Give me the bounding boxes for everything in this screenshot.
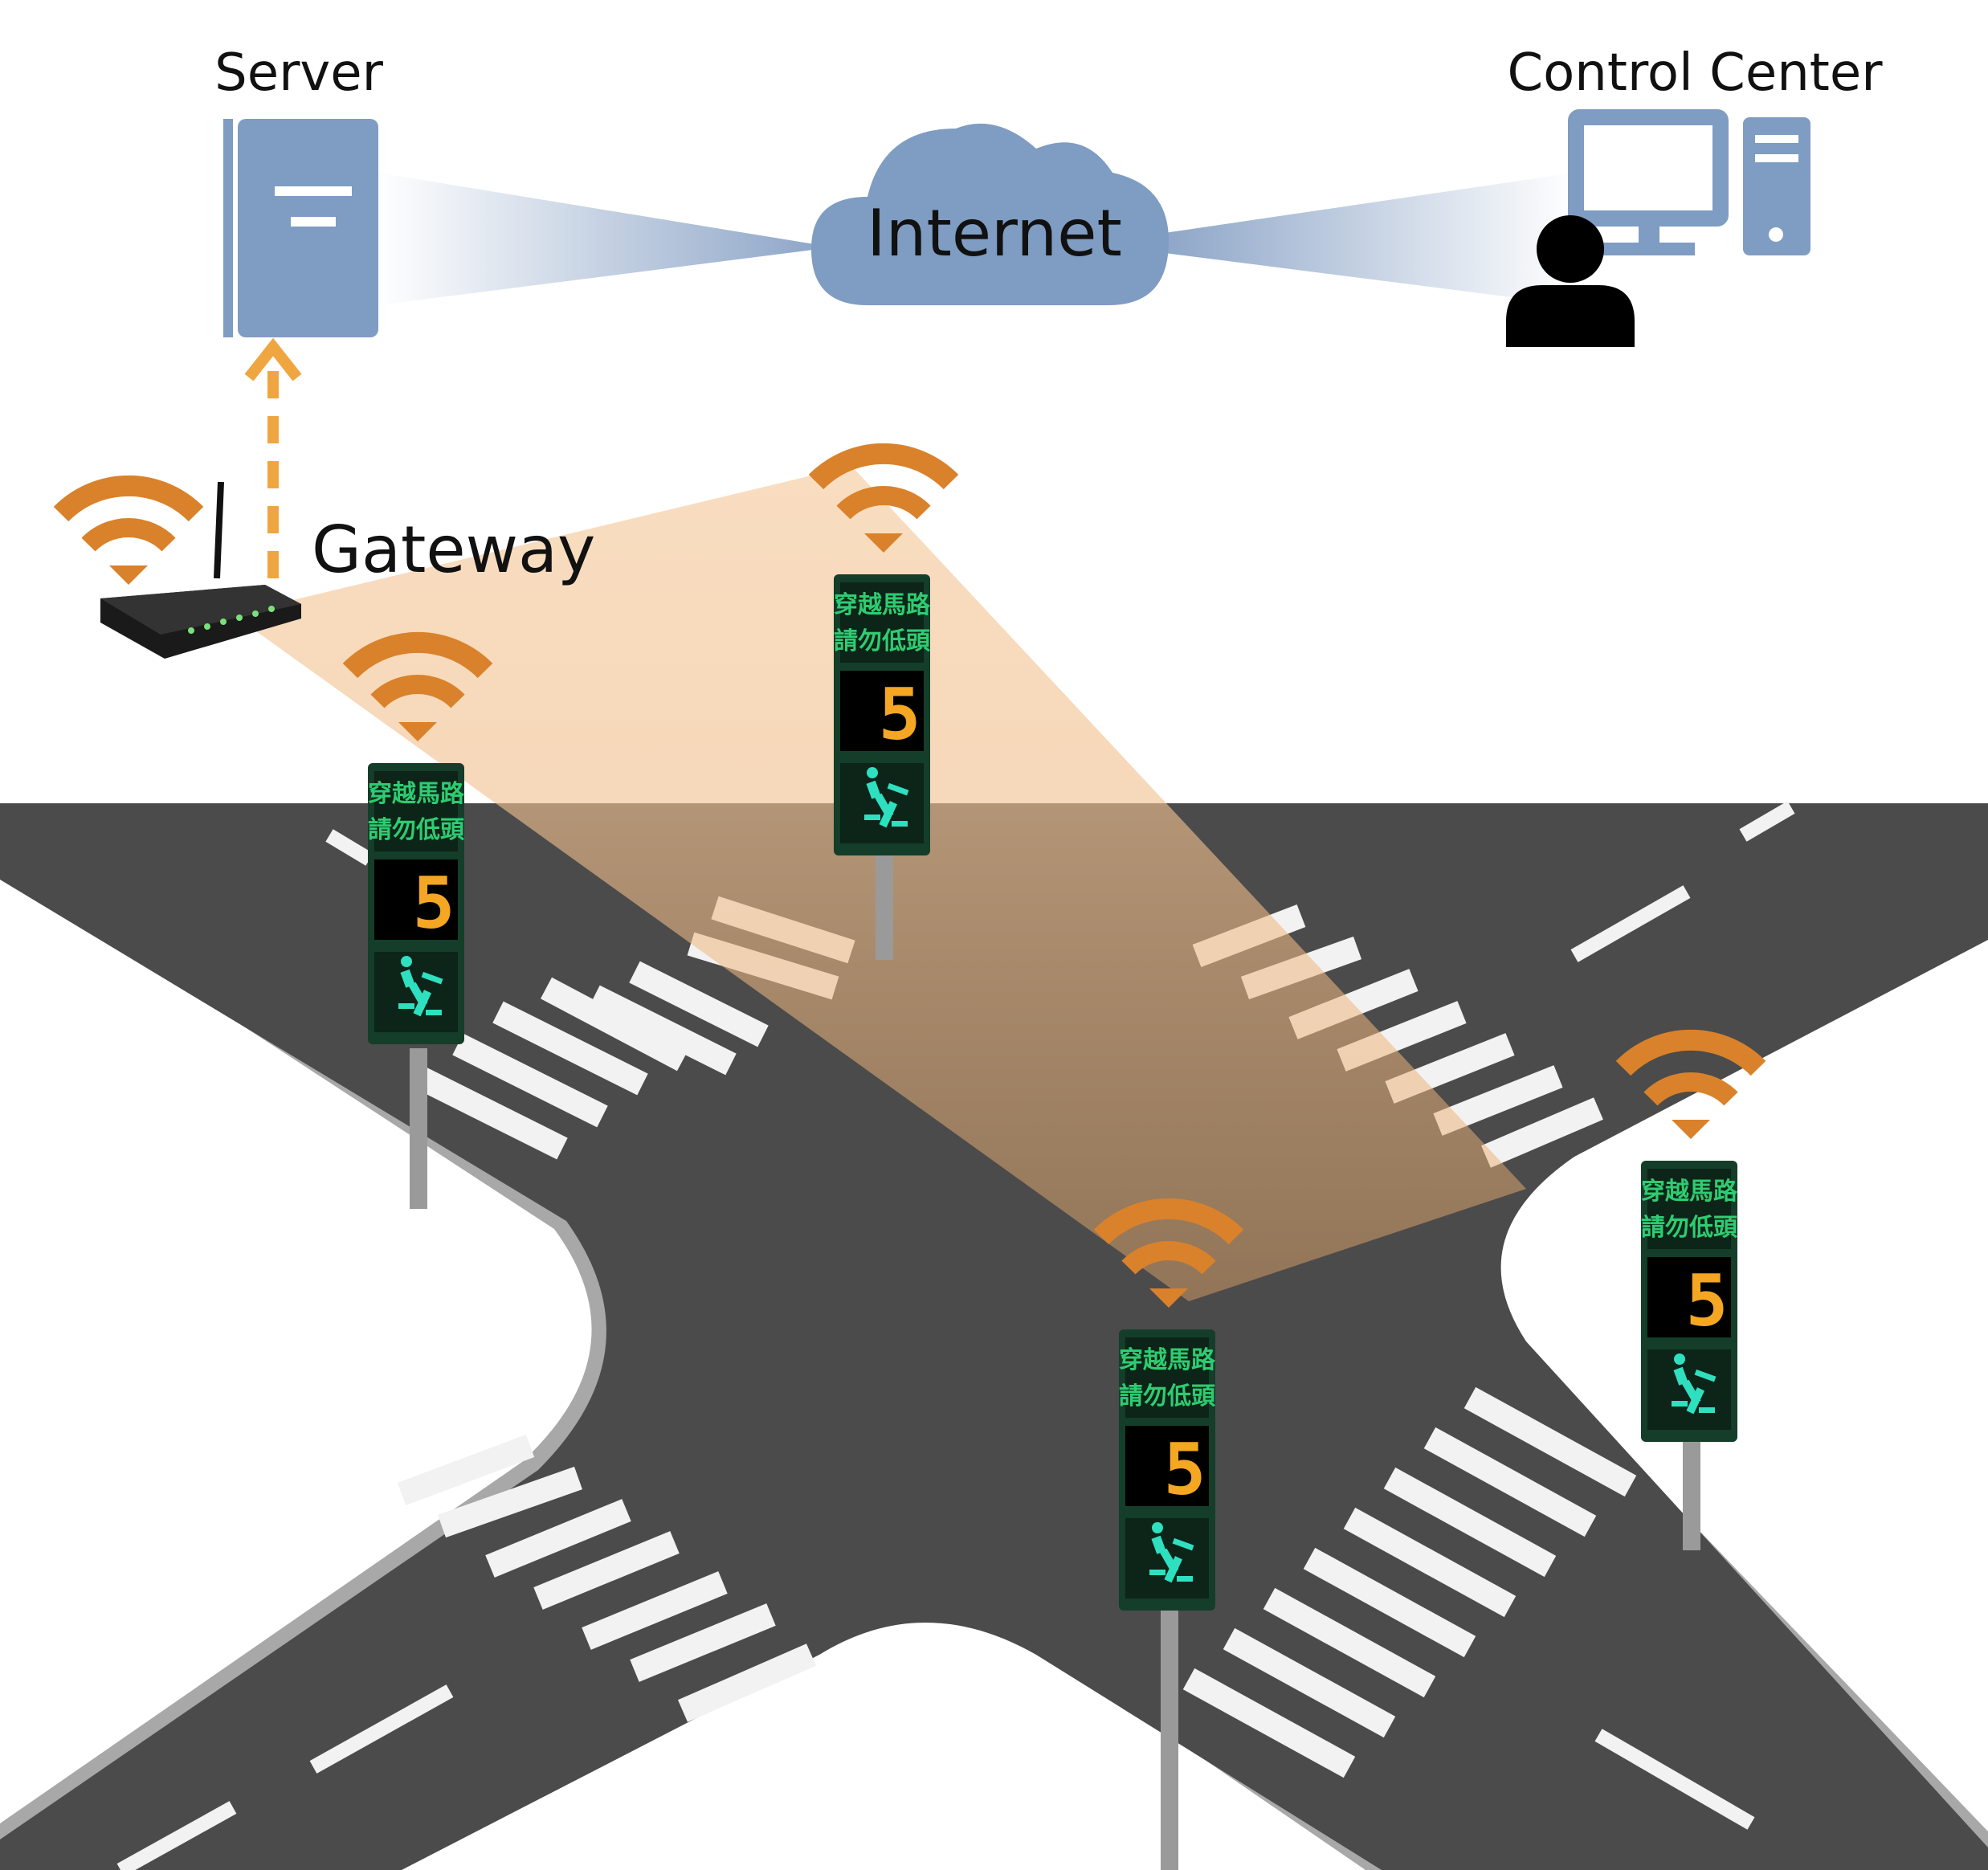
server: Server — [214, 43, 384, 337]
crosswalk-west — [412, 961, 769, 1160]
server-icon — [238, 119, 378, 337]
person-icon — [1506, 215, 1635, 347]
cloud-icon — [811, 123, 1169, 305]
internet-cloud: Internet — [811, 123, 1169, 305]
signal-4-countdown: 5 — [1686, 1260, 1729, 1342]
pedestrian-signal-1: 穿越馬路 請勿低頭 5 — [350, 643, 485, 1209]
internet-control-link — [1165, 173, 1574, 305]
server-label: Server — [214, 43, 384, 103]
crosswalk-south-west — [397, 1434, 817, 1722]
gateway: Gateway — [61, 337, 595, 659]
signal-1-line2: 請勿低頭 — [368, 816, 465, 844]
signal-2-line2: 請勿低頭 — [834, 627, 931, 655]
server-internet-link — [378, 173, 819, 305]
signal-1-line1: 穿越馬路 — [368, 780, 465, 808]
pedestrian-signal-3: 穿越馬路 請勿低頭 5 — [1101, 1209, 1236, 1870]
signal-2-line1: 穿越馬路 — [834, 591, 931, 619]
pedestrian-signal-2: 穿越馬路 請勿低頭 5 — [816, 454, 951, 960]
control-center-label: Control Center — [1507, 43, 1883, 103]
signal-3-line1: 穿越馬路 — [1119, 1346, 1216, 1374]
wifi-icon — [61, 486, 196, 585]
control-center: Control Center — [1506, 43, 1883, 347]
gateway-label: Gateway — [312, 512, 595, 587]
lane-dashes — [116, 801, 1795, 1870]
crosswalk-south-east — [1182, 1386, 1637, 1778]
signal-3-countdown: 5 — [1164, 1428, 1206, 1511]
intersection-road — [0, 801, 1988, 1870]
router-icon — [100, 481, 301, 659]
pedestrian-signal-4: 穿越馬路 請勿低頭 5 — [1623, 1040, 1758, 1550]
signal-1-countdown: 5 — [413, 862, 455, 945]
signal-3-line2: 請勿低頭 — [1119, 1382, 1216, 1411]
signal-4-line2: 請勿低頭 — [1641, 1214, 1738, 1242]
signal-4-line1: 穿越馬路 — [1641, 1178, 1738, 1206]
computer-icon — [1568, 109, 1810, 255]
internet-label: Internet — [867, 196, 1122, 271]
signal-2-countdown: 5 — [879, 673, 921, 756]
